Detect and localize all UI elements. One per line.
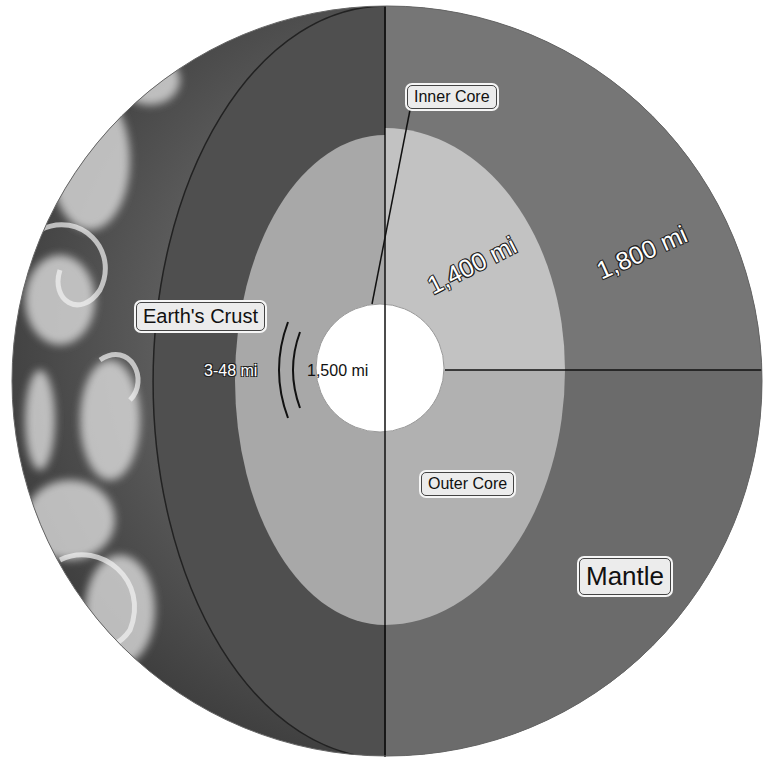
layer-label-box: Earth's Crust [136,302,265,331]
globe-outline [12,6,762,756]
layer-name: Mantle [586,561,664,592]
layer-name: Outer Core [428,475,507,493]
dimension-label: 1,400 mi [423,231,522,300]
cloud-swirls [40,225,138,648]
layer-name: Inner Core [414,88,490,106]
radius-line [445,369,762,371]
layer-name: Earth's Crust [143,305,258,328]
dimension-label: 3-48 mi [204,362,257,380]
bracket-arc [279,322,288,418]
mantle-upper [385,0,774,381]
layer-label-box: Mantle [579,558,671,595]
section-line [384,6,386,757]
layer-label-box: Outer Core [421,472,514,496]
dimension-label: 1,800 mi [592,220,691,285]
leader-line [372,110,410,304]
layer-label-box: Inner Core [407,85,497,109]
bracket-arc [293,332,300,408]
dimension-label: 1,500 mi [307,362,368,380]
